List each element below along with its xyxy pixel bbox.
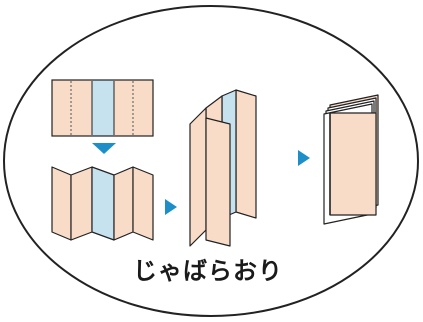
- arrow-down-icon: [92, 143, 116, 154]
- zigzag-panel: [91, 166, 115, 241]
- flat-sheet-panel: [92, 80, 114, 136]
- zigzag-panel: [70, 166, 93, 241]
- zigzag-panel: [205, 117, 231, 247]
- arrow-right-icon: [165, 199, 177, 215]
- flat-sheet: [51, 79, 154, 137]
- zigzag-panel: [189, 107, 207, 247]
- flat-sheet-outline: [51, 79, 154, 137]
- flat-sheet-panel: [71, 80, 92, 136]
- zigzag-standing: [189, 89, 257, 247]
- zigzag-panel: [113, 166, 134, 241]
- flat-sheet-panel: [133, 80, 153, 136]
- zigzag-panel: [235, 89, 257, 219]
- flat-sheet-panel: [52, 80, 71, 136]
- zigzag-partial: [51, 166, 154, 241]
- flat-sheet-panel: [114, 80, 133, 136]
- folded-booklet: [323, 94, 379, 225]
- zigzag-panel: [51, 166, 72, 241]
- zigzag-panel: [132, 166, 154, 241]
- diagram-caption: じゃばらおり: [133, 257, 283, 285]
- arrow-right-icon: [298, 150, 310, 166]
- booklet-cover: [329, 112, 377, 216]
